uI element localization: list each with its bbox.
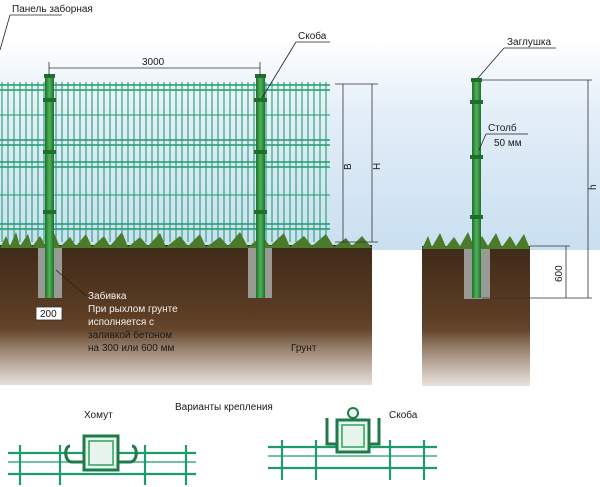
label-post-size: 50 мм bbox=[494, 138, 522, 149]
label-fill-line2: исполняется с bbox=[88, 317, 154, 328]
label-bracket-top: Скоба bbox=[298, 30, 327, 42]
clamp-mount-drawing bbox=[8, 434, 196, 485]
label-soil: Грунт bbox=[291, 343, 317, 354]
dimension-lines bbox=[35, 62, 592, 321]
grass-post bbox=[422, 232, 530, 249]
label-fill-line1: При рыхлом грунте bbox=[88, 304, 178, 315]
label-dim-h-lower: h bbox=[588, 184, 599, 190]
label-clamp: Хомут bbox=[84, 410, 113, 421]
grass-main bbox=[0, 232, 372, 248]
detail-post-cap bbox=[471, 78, 482, 82]
label-fill-line3: заливкой бетоном bbox=[88, 329, 172, 341]
label-bracket-bottom: Скоба bbox=[389, 409, 418, 421]
fence-panel bbox=[0, 84, 330, 230]
label-mount-options: Варианты крепления bbox=[175, 402, 273, 413]
post-cap-left bbox=[44, 74, 55, 78]
label-base-dim: 200 bbox=[40, 309, 57, 320]
fence-post-left bbox=[45, 76, 54, 298]
label-panel: Панель заборная bbox=[12, 3, 93, 15]
post-cap-right bbox=[255, 74, 266, 78]
bracket-mount-drawing bbox=[268, 407, 437, 480]
fence-post-right bbox=[256, 76, 265, 298]
label-fill-line4: на 300 или 600 мм bbox=[88, 343, 174, 354]
label-fill-title: Забивка bbox=[88, 290, 127, 302]
fence-panel-verticals bbox=[1, 82, 327, 242]
label-depth-dim: 600 bbox=[554, 265, 565, 282]
leader-lines bbox=[0, 14, 556, 297]
label-cap: Заглушка bbox=[507, 37, 551, 48]
label-dim-b: В bbox=[343, 163, 354, 170]
base-dim-box bbox=[35, 306, 63, 321]
detail-post bbox=[472, 80, 481, 298]
label-post: Столб bbox=[488, 122, 517, 134]
label-width-dim: 3000 bbox=[142, 57, 165, 68]
label-dim-h-upper: Н bbox=[372, 163, 383, 170]
post-brackets bbox=[43, 98, 267, 214]
